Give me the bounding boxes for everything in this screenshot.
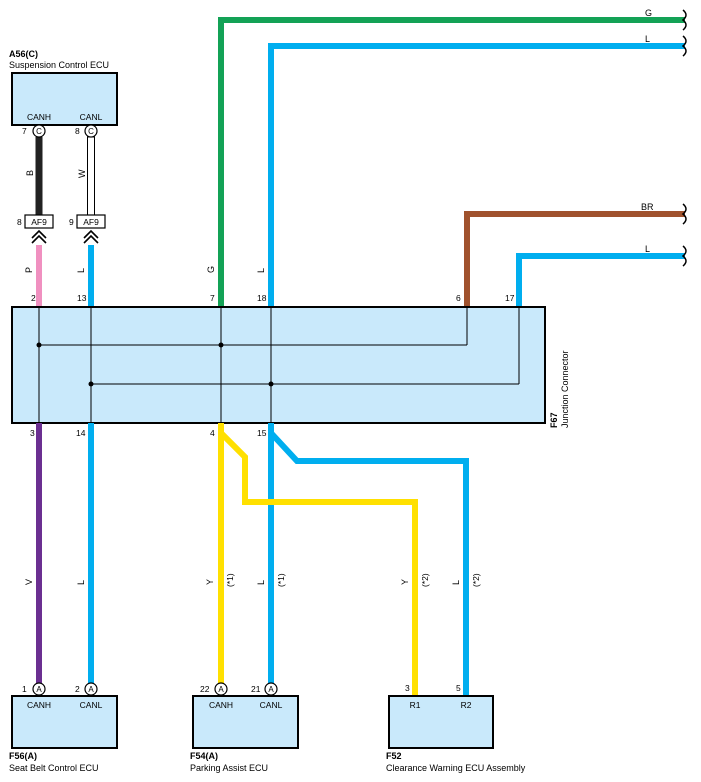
junction-top-pin-13: 13	[77, 293, 87, 303]
offpage-break-brown	[681, 203, 687, 225]
af9-right-chevron	[83, 229, 99, 244]
seatbelt-code: F56(A)	[9, 751, 37, 761]
parking-pin1-conn: A	[218, 685, 224, 694]
offpage-break-blue	[681, 35, 687, 57]
parking-code: F54(A)	[190, 751, 218, 761]
clearance-code: F52	[386, 751, 402, 761]
parking-pin2-num: 21	[251, 684, 261, 694]
suspension-pin2-conn: C	[88, 127, 94, 136]
clearance-name: Clearance Warning ECU Assembly	[386, 763, 526, 773]
parking-name: Parking Assist ECU	[190, 763, 268, 773]
clearance-pin2-label: R2	[461, 700, 472, 710]
offpage-label-brown: BR	[641, 202, 654, 212]
junction-top-pin-7: 7	[210, 293, 215, 303]
wire-label-y-park: Y	[205, 579, 215, 585]
suspension-pin2-circle	[84, 124, 98, 138]
seatbelt-pin2-label: CANL	[80, 700, 103, 710]
parking-pin2-label: CANL	[260, 700, 283, 710]
seatbelt-ecu-box	[11, 695, 118, 749]
wire-label-w: W	[77, 169, 87, 178]
junction-code: F67	[549, 412, 559, 428]
offpage-break-blue2	[681, 245, 687, 267]
suspension-pin2-num: 8	[75, 126, 80, 136]
offpage-break-green	[681, 9, 687, 31]
parking-pin2-conn: A	[268, 685, 274, 694]
wire-note-park-left: (*1)	[225, 573, 235, 587]
suspension-code: A56(C)	[9, 49, 38, 59]
parking-pin1-num: 22	[200, 684, 210, 694]
junction-bottom-pin-14: 14	[76, 428, 86, 438]
clearance-ecu-box	[388, 695, 494, 749]
junction-splice-dots	[36, 342, 274, 387]
offpage-label-blue2: L	[645, 244, 650, 254]
junction-top-pin-6: 6	[456, 293, 461, 303]
junction-top-pin-18: 18	[257, 293, 267, 303]
seatbelt-pin2-num: 2	[75, 684, 80, 694]
af9-left-chevron	[31, 229, 47, 244]
af9-right-label: AF9	[83, 217, 99, 227]
suspension-pin1-label: CANH	[27, 112, 51, 122]
junction-bottom-pin-3: 3	[30, 428, 35, 438]
suspension-ecu-box	[11, 72, 118, 126]
wire-label-l-park: L	[256, 580, 266, 585]
clearance-pin1-label: R1	[410, 700, 421, 710]
wire-label-b: B	[25, 170, 35, 176]
wire-label-g: G	[206, 266, 216, 273]
seatbelt-pin1-num: 1	[22, 684, 27, 694]
offpage-label-green: G	[645, 8, 652, 18]
af9-left-pin: 8	[17, 217, 22, 227]
junction-top-pin-17: 17	[505, 293, 515, 303]
seatbelt-pin2-conn: A	[88, 685, 94, 694]
clearance-pin1-num: 3	[405, 683, 410, 693]
wire-green-top	[218, 17, 685, 307]
parking-ecu-box	[192, 695, 299, 749]
wire-label-p: P	[24, 267, 34, 273]
junction-name: Junction Connector	[560, 350, 570, 428]
suspension-pin1-circle	[32, 124, 46, 138]
wire-label-l-clr: L	[451, 580, 461, 585]
wire-blue-right	[516, 253, 685, 307]
seatbelt-pin1-label: CANH	[27, 700, 51, 710]
seatbelt-pin1-conn: A	[36, 685, 42, 694]
junction-bottom-pin-4: 4	[210, 428, 215, 438]
wire-label-l-left: L	[76, 268, 86, 273]
wire-label-l-top: L	[256, 268, 266, 273]
wire-label-l-seat: L	[76, 580, 86, 585]
af9-left-label: AF9	[31, 217, 47, 227]
wire-label-y-clr: Y	[400, 579, 410, 585]
suspension-pin2-label: CANL	[80, 112, 103, 122]
junction-connector-box	[11, 306, 546, 424]
seatbelt-name: Seat Belt Control ECU	[9, 763, 99, 773]
wire-brown-right	[464, 211, 685, 307]
wire-yellow-clearance	[218, 430, 418, 697]
wire-blue-top	[268, 43, 685, 307]
clearance-pin2-num: 5	[456, 683, 461, 693]
af9-left-box	[24, 214, 54, 229]
wire-label-v: V	[24, 579, 34, 585]
wire-blue-clearance	[268, 430, 469, 697]
af9-right-pin: 9	[69, 217, 74, 227]
wire-note-clr-left: (*2)	[420, 573, 430, 587]
junction-bottom-pin-15: 15	[257, 428, 267, 438]
wire-note-clr-right: (*2)	[471, 573, 481, 587]
junction-top-pin-2: 2	[31, 293, 36, 303]
suspension-name: Suspension Control ECU	[9, 60, 109, 70]
suspension-pin1-conn: C	[36, 127, 42, 136]
suspension-pin1-num: 7	[22, 126, 27, 136]
wire-note-park-right: (*1)	[276, 573, 286, 587]
junction-internal-wiring	[38, 307, 520, 423]
parking-pin1-label: CANH	[209, 700, 233, 710]
af9-right-box	[76, 214, 106, 229]
wire-white-w-outline	[87, 136, 95, 216]
offpage-label-blue: L	[645, 34, 650, 44]
